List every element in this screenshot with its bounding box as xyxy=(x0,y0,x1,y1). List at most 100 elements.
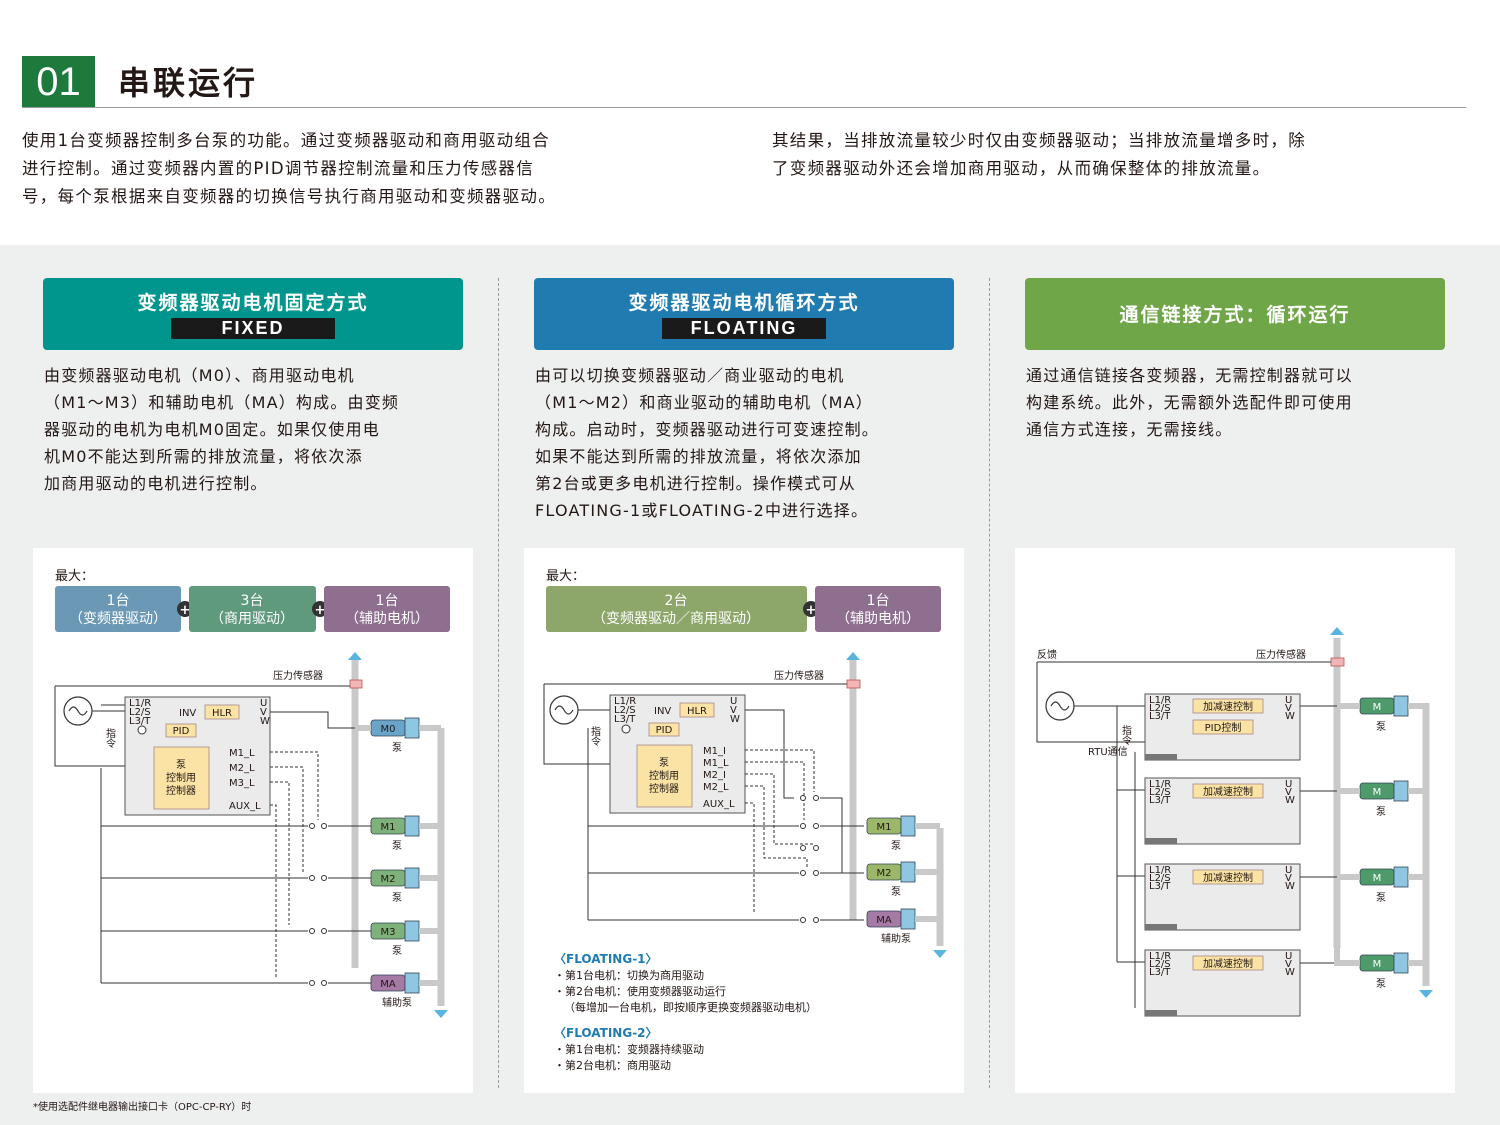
pump-m3: M3 泵 xyxy=(370,920,441,957)
svg-text:+: + xyxy=(806,603,817,618)
section-number: 01 xyxy=(22,56,95,108)
svg-text:L3/T: L3/T xyxy=(1149,881,1171,892)
header-floating: 变频器驱动电机循环方式 FLOATING xyxy=(534,278,954,350)
command-label: 指令 xyxy=(1120,724,1132,746)
pump-m2: M2 泵 xyxy=(866,861,940,898)
feedback-label: 反馈 xyxy=(1037,648,1057,661)
svg-text:M2_I: M2_I xyxy=(703,770,726,781)
count-box-commercial xyxy=(189,586,316,632)
svg-text:控制用: 控制用 xyxy=(166,771,196,784)
svg-text:L3/T: L3/T xyxy=(129,716,151,727)
column-divider xyxy=(498,278,499,1088)
svg-text:U: U xyxy=(1285,951,1292,962)
svg-text:1台: 1台 xyxy=(867,593,890,609)
header-fixed: 变频器驱动电机固定方式 FIXED xyxy=(43,278,463,350)
flow-arrow-icon xyxy=(348,652,362,660)
section-title: 串联运行 xyxy=(118,64,259,102)
flow-arrow-icon xyxy=(1419,990,1433,998)
svg-text:（每增加一台电机，即按顺序更换变频器驱动电机）: （每增加一台电机，即按顺序更换变频器驱动电机） xyxy=(564,1000,817,1014)
svg-text:2台: 2台 xyxy=(665,593,688,609)
svg-text:泵: 泵 xyxy=(1376,892,1386,904)
svg-text:W: W xyxy=(1285,795,1295,806)
svg-text:W: W xyxy=(730,714,740,725)
svg-text:U: U xyxy=(730,696,737,707)
pump-m1: M1 泵 xyxy=(370,815,441,852)
count-box-l1: 1台 xyxy=(107,593,130,609)
svg-text:M2_L: M2_L xyxy=(229,763,255,774)
desc-link: 通过通信链接各变频器，无需控制器就可以构建系统。此外，无需额外选配件即可使用通信… xyxy=(1026,366,1353,439)
sensor-label: 压力传感器 xyxy=(273,669,323,682)
svg-text:M: M xyxy=(1373,873,1382,884)
svg-text:M2: M2 xyxy=(381,874,396,885)
svg-text:V: V xyxy=(1285,787,1292,798)
svg-text:L3/T: L3/T xyxy=(1149,711,1171,722)
sensor-label: 压力传感器 xyxy=(774,669,824,682)
svg-text:辅助泵: 辅助泵 xyxy=(881,932,911,945)
svg-text:V: V xyxy=(260,707,267,718)
svg-text:MA: MA xyxy=(876,915,892,926)
svg-text:M: M xyxy=(1373,959,1382,970)
svg-text:加减速控制: 加减速控制 xyxy=(1203,785,1253,798)
svg-text:泵: 泵 xyxy=(392,840,402,852)
svg-text:W: W xyxy=(1285,881,1295,892)
svg-text:M1: M1 xyxy=(381,822,396,833)
diagram-fixed: 最大： 1台 （变频器驱动） + 3台 （商用驱动） + 1台 （辅助电机） 压… xyxy=(33,548,473,1093)
svg-text:L1/R: L1/R xyxy=(1149,779,1171,790)
svg-text:控制器: 控制器 xyxy=(649,782,679,795)
rtu-label: RTU通信 xyxy=(1088,746,1128,758)
controller-block xyxy=(153,746,210,810)
svg-text:泵: 泵 xyxy=(891,886,901,898)
svg-text:HLR: HLR xyxy=(687,706,707,717)
svg-text:L1/R: L1/R xyxy=(1149,865,1171,876)
svg-text:M: M xyxy=(1373,702,1382,713)
svg-text:W: W xyxy=(1285,967,1295,978)
pump-3: M泵 xyxy=(1337,866,1426,904)
svg-text:L2/S: L2/S xyxy=(1149,959,1171,970)
pump-m0: M0 泵 xyxy=(355,717,441,754)
relay-contact xyxy=(800,795,819,923)
svg-text:L1/R: L1/R xyxy=(1149,951,1171,962)
svg-text:V: V xyxy=(1285,873,1292,884)
svg-text:M1_L: M1_L xyxy=(703,758,729,769)
svg-text:L3/T: L3/T xyxy=(1149,795,1171,806)
svg-text:U: U xyxy=(1285,695,1292,706)
svg-text:V: V xyxy=(1285,959,1292,970)
svg-text:加减速控制: 加减速控制 xyxy=(1203,871,1253,884)
svg-text:+: + xyxy=(315,603,326,618)
floating1-title: 〈FLOATING-1〉 xyxy=(554,951,658,966)
count-box-inverter-commercial xyxy=(546,586,807,632)
svg-text:L1/R: L1/R xyxy=(614,696,636,707)
svg-text:・第2台电机：使用变频器驱动运行: ・第2台电机：使用变频器驱动运行 xyxy=(554,984,726,998)
max-label: 最大： xyxy=(55,569,94,584)
count-box-l1: 3台 xyxy=(241,593,264,609)
svg-text:L2/S: L2/S xyxy=(1149,703,1171,714)
svg-text:U: U xyxy=(1285,865,1292,876)
svg-text:M2_L: M2_L xyxy=(703,782,729,793)
hlr-block xyxy=(679,702,715,718)
inverter-unit-1: L1/RL2/SL3/T UVW 加减速控制 PID控制 xyxy=(1144,693,1360,761)
svg-text:（辅助电机）: （辅助电机） xyxy=(836,611,920,627)
flow-arrow-icon xyxy=(1330,627,1344,635)
pid-block xyxy=(648,722,680,737)
svg-text:L2/S: L2/S xyxy=(614,705,636,716)
flow-arrow-icon xyxy=(933,950,947,958)
svg-text:W: W xyxy=(260,716,270,727)
intro-left: 使用1台变频器控制多台泵的功能。通过变频器驱动和商用驱动组合 进行控制。通过变频… xyxy=(22,131,556,206)
svg-text:M3: M3 xyxy=(381,927,396,938)
count-box-aux xyxy=(815,586,941,632)
svg-text:AUX_L: AUX_L xyxy=(703,799,735,810)
svg-text:加减速控制: 加减速控制 xyxy=(1203,957,1253,970)
svg-text:M1: M1 xyxy=(877,822,892,833)
count-box-l2: （商用驱动） xyxy=(210,611,294,627)
count-box-inverter xyxy=(55,586,181,632)
svg-text:泵: 泵 xyxy=(1376,721,1386,733)
footnote: *使用选配件继电器输出接口卡（OPC-CP-RY）时 xyxy=(33,1102,252,1113)
desc-floating: 由可以切换变频器驱动／商业驱动的电机（M1～M2）和商业驱动的辅助电机（MA）构… xyxy=(535,366,880,520)
floating-diagram-svg: 最大： 2台 （变频器驱动／商用驱动） + 1台 （辅助电机） 压力传感器 L1… xyxy=(543,569,947,1072)
header-link: 通信链接方式：循环运行 xyxy=(1025,278,1445,350)
svg-text:泵: 泵 xyxy=(1376,978,1386,990)
intro-right: 其结果，当排放流量较少时仅由变频器驱动；当排放流量增多时，除 了变频器驱动外还会… xyxy=(772,131,1306,178)
svg-text:L2/S: L2/S xyxy=(129,707,151,718)
inverter-unit-4: L1/RL2/SL3/T UVW 加减速控制 xyxy=(1144,949,1360,1017)
pump-m1: M1 泵 xyxy=(866,815,940,852)
